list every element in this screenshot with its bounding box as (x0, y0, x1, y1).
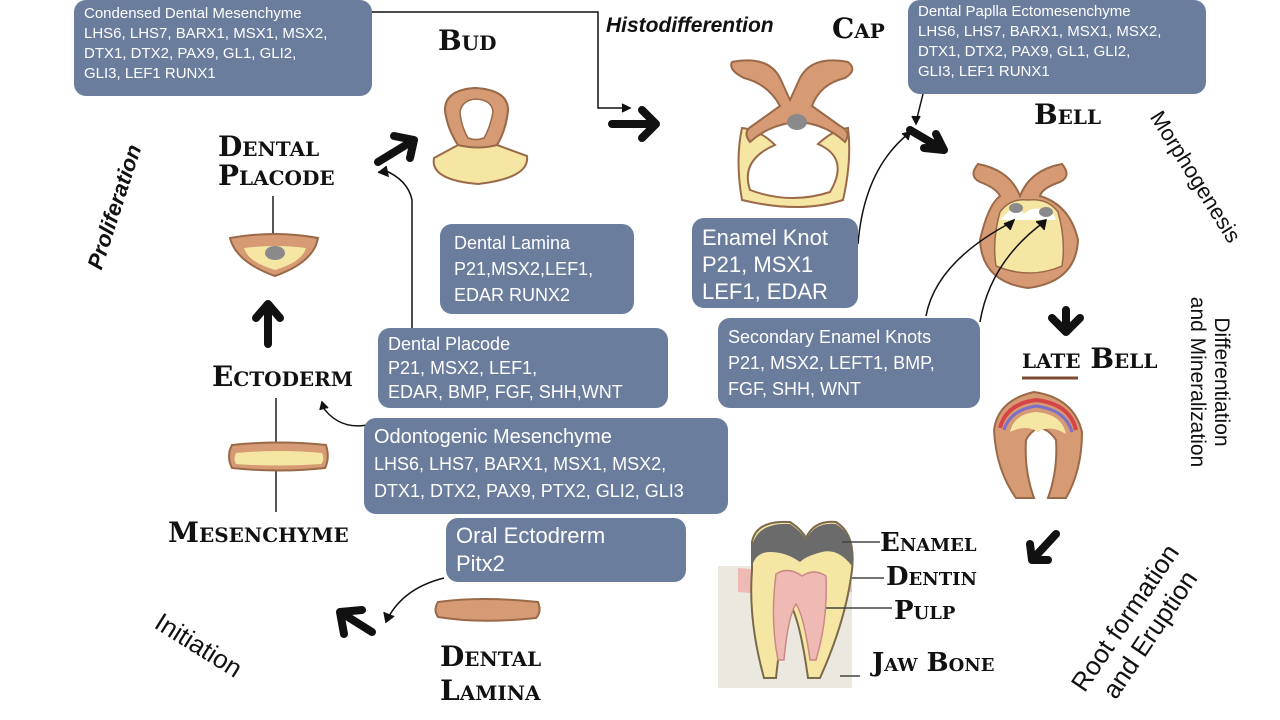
ectoderm-mesenchyme-shape (228, 398, 329, 512)
tooth-shape (718, 520, 892, 688)
box-title: Dental Paplla Ectomesenchyme (918, 3, 1131, 20)
stage-label-dental-lamina: Dental Lamina (440, 640, 541, 708)
gene-line: DTX1, DTX2, PAX9, GL1, GLI2, (84, 45, 297, 62)
gene-line: P21, MSX1 (702, 252, 814, 277)
box-title: Dental Placode (388, 334, 511, 354)
arrow-bud-to-cap (608, 106, 660, 142)
stage-label-bud: Bud (438, 24, 497, 57)
box-dental-placode: Dental Placode P21, MSX2, LEF1, EDAR, BM… (378, 328, 668, 408)
arrow-initiation-to-lamina (336, 606, 376, 638)
box-title: Dental Lamina (454, 233, 571, 253)
bud-shape (432, 86, 529, 186)
box-dental-lamina: Dental Lamina P21,MSX2,LEF1, EDAR RUNX2 (440, 224, 634, 314)
box-title: Enamel Knot (702, 225, 828, 250)
cap-shape (730, 59, 854, 208)
tooth-label-jaw-bone: Jaw Bone (872, 648, 995, 678)
box-enamel-knot: Enamel Knot P21, MSX1 LEF1, EDAR (692, 218, 858, 308)
box-title: Secondary Enamel Knots (728, 327, 932, 347)
gene-line: GLI3, LEF1 RUNX1 (918, 63, 1050, 80)
process-label-histodifferention: Histodifferention (606, 14, 774, 37)
arrow-cap-to-bell (906, 126, 948, 154)
gene-line: DTX1, DTX2, PAX9, PTX2, GLI2, GLI3 (374, 481, 684, 501)
tooth-label-enamel: Enamel (880, 528, 977, 558)
arrow-placode-to-bud (374, 132, 418, 166)
stage-label-cap: Cap (832, 12, 885, 45)
process-label-differentiation-line2: and Mineralization (1186, 296, 1210, 468)
arrow-late-bell-to-tooth (1026, 530, 1060, 564)
gene-line: LHS6, LHS7, BARX1, MSX1, MSX2, (374, 454, 667, 474)
gene-line: P21,MSX2,LEF1, (454, 259, 594, 279)
dental-lamina-shape (434, 598, 541, 622)
gene-line: LHS6, LHS7, BARX1, MSX1, MSX2, (84, 25, 328, 42)
box-title: Odontogenic Mesenchyme (374, 426, 612, 448)
box-condensed-mesenchyme: Condensed Dental Mesenchyme LHS6, LHS7, … (74, 0, 372, 96)
dental-placode-shape (228, 196, 320, 278)
process-label-differentiation-line1: Differentiation (1210, 317, 1234, 447)
stage-label-dental-placode-line2: Placode (218, 159, 335, 193)
stage-label-ectoderm: Ectoderm (212, 360, 353, 393)
box-odontogenic-mesenchyme: Odontogenic Mesenchyme LHS6, LHS7, BARX1… (364, 418, 728, 514)
gene-line: P21, MSX2, LEFT1, BMP, (728, 353, 935, 373)
tooth-label-dentin: Dentin (886, 562, 977, 592)
process-label-differentiation: Differentiation and Mineralization (1185, 297, 1233, 467)
gene-line: P21, MSX2, LEF1, (388, 358, 538, 378)
arrow-bell-to-late-bell (1048, 306, 1084, 336)
gene-line: GLI3, LEF1 RUNX1 (84, 65, 216, 82)
gene-line: Pitx2 (456, 551, 505, 576)
box-title: Oral Ectodrerm (456, 523, 606, 548)
stage-label-mesenchyme: Mesenchyme (168, 516, 349, 549)
box-secondary-knots: Secondary Enamel Knots P21, MSX2, LEFT1,… (718, 318, 980, 408)
arrow-ectoderm-to-placode (252, 300, 284, 348)
stage-label-dental-placode: Dental Placode (218, 132, 335, 191)
stage-label-late-bell: late Bell (1022, 342, 1158, 375)
stage-label-dental-lamina-line1: Dental (440, 640, 542, 673)
box-title: Condensed Dental Mesenchyme (84, 5, 302, 22)
gene-line: LEF1, EDAR (702, 279, 828, 304)
connector-arrows (319, 11, 1047, 624)
gene-line: EDAR RUNX2 (454, 285, 571, 305)
box-dental-papilla: Dental Paplla Ectomesenchyme LHS6, LHS7,… (908, 0, 1206, 94)
gene-line: FGF, SHH, WNT (728, 379, 861, 399)
box-oral-ectoderm: Oral Ectodrerm Pitx2 (446, 518, 686, 582)
stage-label-bell: Bell (1034, 98, 1102, 131)
tooth-label-pulp: Pulp (894, 596, 956, 626)
stage-label-dental-placode-line1: Dental (218, 130, 320, 163)
bell-shape (972, 162, 1080, 290)
gene-line: LHS6, LHS7, BARX1, MSX1, MSX2, (918, 23, 1162, 40)
gene-line: DTX1, DTX2, PAX9, GL1, GLI2, (918, 43, 1131, 60)
late-bell-shape (992, 376, 1084, 499)
large-arrows (252, 106, 1084, 638)
gene-line: EDAR, BMP, FGF, SHH,WNT (388, 382, 623, 402)
stage-label-dental-lamina-line2: Lamina (440, 674, 541, 707)
